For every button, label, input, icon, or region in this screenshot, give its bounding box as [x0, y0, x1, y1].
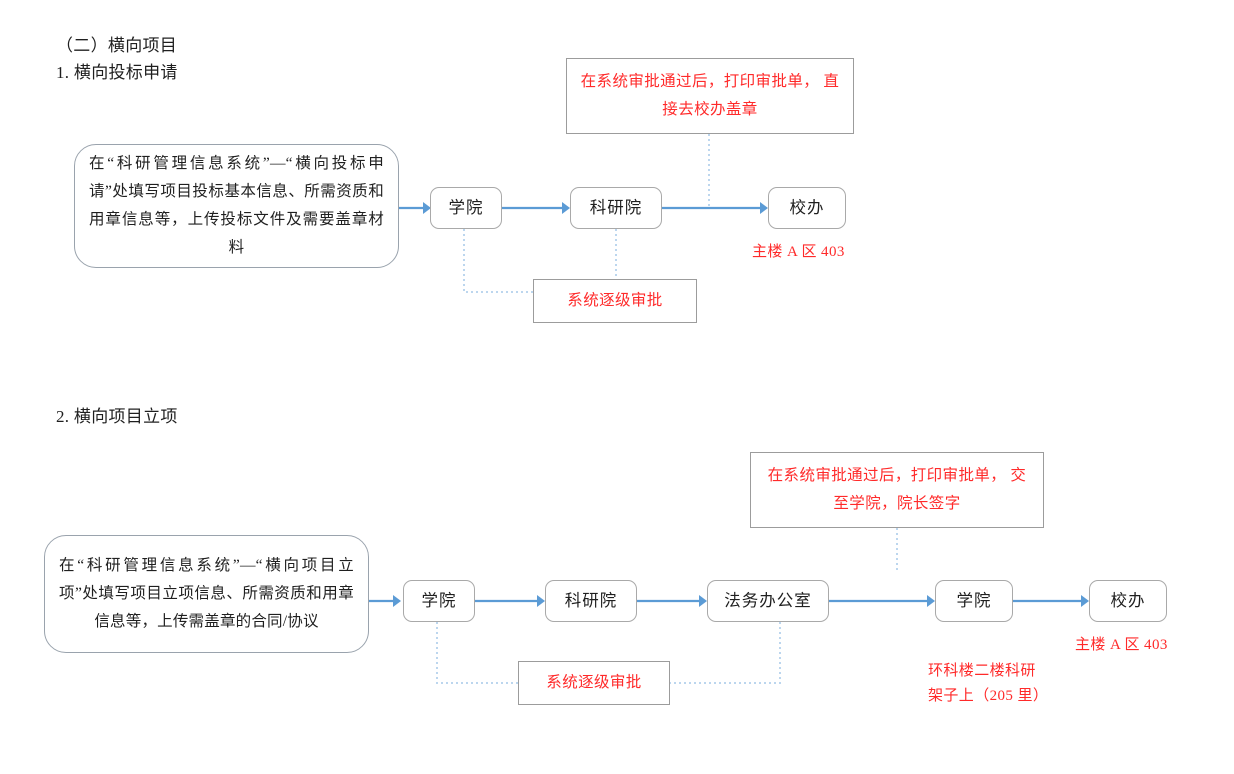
annotation-text-1: 在系统审批通过后，打印审批单， 直接去校办盖章: [580, 73, 840, 118]
node-label: 学院: [448, 198, 484, 217]
arrow-desc-to-xueyuan-1: [399, 202, 431, 214]
arrow-fawu-to-xueyuan-2: [829, 595, 935, 607]
description-box-2: 在“科研管理信息系统”—“横向项目立项”处填写项目立项信息、所需资质和用章信息等…: [44, 535, 369, 653]
description-box-1: 在“科研管理信息系统”—“横向投标申请”处填写项目投标基本信息、所需资质和用章信…: [74, 144, 399, 268]
node-fawu-2[interactable]: 法务办公室: [707, 580, 829, 622]
dotted-connector-xueyuan-audit-1: [463, 229, 535, 293]
heading-section-1: 1. 横向投标申请: [56, 63, 178, 82]
node-label: 法务办公室: [724, 591, 812, 610]
description-text-2: 在“科研管理信息系统”—“横向项目立项”处填写项目立项信息、所需资质和用章信息等…: [59, 557, 354, 630]
arrow-xueyuan-to-xiaoban-2: [1013, 595, 1089, 607]
node-label: 学院: [421, 591, 457, 610]
dotted-connector-annotation-2: [896, 528, 898, 573]
dotted-connector-annotation-1: [708, 134, 710, 207]
node-xueyuan-1[interactable]: 学院: [430, 187, 502, 229]
node-label: 科研院: [564, 591, 618, 610]
dotted-connector-xueyuan-audit-2: [436, 622, 520, 684]
arrow-xueyuan-to-keyanyuan-2: [475, 595, 545, 607]
shelf-note-2: 环科楼二楼科研 架子上（205 里）: [928, 663, 1049, 704]
arrow-keyanyuan-to-xiaoban-1: [662, 202, 768, 214]
node-xiaoban-2[interactable]: 校办: [1089, 580, 1167, 622]
description-text-1: 在“科研管理信息系统”—“横向投标申请”处填写项目投标基本信息、所需资质和用章信…: [89, 155, 384, 256]
node-label: 校办: [1110, 591, 1146, 610]
annotation-box-audit-1: 系统逐级审批: [533, 279, 697, 323]
location-note-1: 主楼 A 区 403: [752, 244, 845, 260]
node-label: 学院: [956, 591, 992, 610]
node-keyanyuan-1[interactable]: 科研院: [570, 187, 662, 229]
heading-group-hengxiang: （二）横向项目: [56, 36, 178, 55]
arrow-xueyuan-to-keyanyuan-1: [502, 202, 570, 214]
arrow-keyanyuan-to-fawu-2: [637, 595, 707, 607]
annotation-text-audit-2: 系统逐级审批: [546, 674, 642, 691]
arrow-desc-to-xueyuan-2: [369, 595, 401, 607]
node-xiaoban-1[interactable]: 校办: [768, 187, 846, 229]
annotation-text-audit-1: 系统逐级审批: [567, 292, 663, 309]
node-label: 校办: [789, 198, 825, 217]
annotation-box-print-approval-2: 在系统审批通过后，打印审批单， 交至学院，院长签字: [750, 452, 1044, 528]
annotation-text-2: 在系统审批通过后，打印审批单， 交至学院，院长签字: [767, 467, 1027, 512]
node-keyanyuan-2[interactable]: 科研院: [545, 580, 637, 622]
node-label: 科研院: [589, 198, 643, 217]
node-xueyuan-2b[interactable]: 学院: [935, 580, 1013, 622]
annotation-box-print-approval-1: 在系统审批通过后，打印审批单， 直接去校办盖章: [566, 58, 854, 134]
dotted-connector-keyanyuan-audit-1: [615, 229, 617, 282]
dotted-connector-fawu-audit-2: [668, 622, 781, 684]
annotation-box-audit-2: 系统逐级审批: [518, 661, 670, 705]
heading-section-2: 2. 横向项目立项: [56, 407, 178, 426]
node-xueyuan-2[interactable]: 学院: [403, 580, 475, 622]
location-note-2: 主楼 A 区 403: [1075, 637, 1168, 653]
